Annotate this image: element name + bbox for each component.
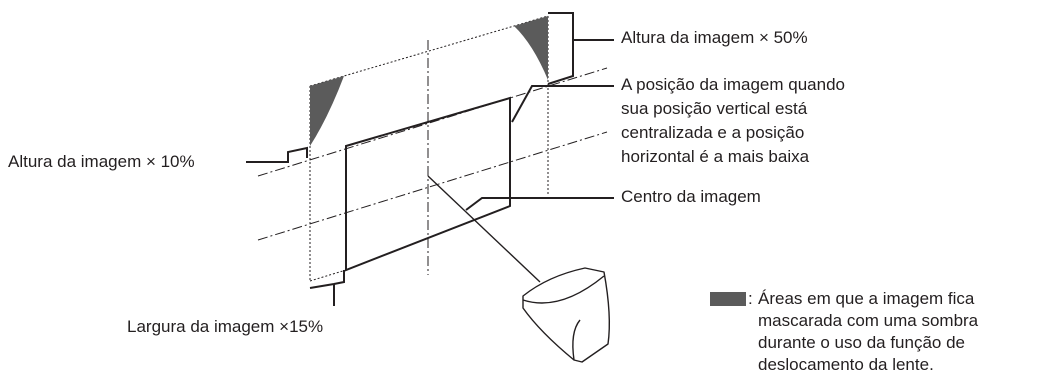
image-position-label-line: centralizada e a posição	[621, 123, 805, 142]
height-10-bracket	[246, 146, 308, 163]
legend-text: Áreas em que a imagem fica mascarada com…	[758, 288, 1043, 376]
legend-colon: :	[748, 289, 753, 308]
height-50-bracket	[547, 12, 574, 85]
image-center-label: Centro da imagem	[621, 187, 761, 206]
shift-range-bottom-edge	[309, 269, 347, 282]
projected-image-frame	[345, 96, 511, 272]
legend-text-line: Áreas em que a imagem fica	[758, 289, 975, 308]
height-50-label: Altura da imagem × 50%	[621, 28, 808, 47]
lower-center-line	[257, 131, 608, 241]
image-position-label-line: sua posição vertical está	[621, 99, 808, 118]
masked-corner-top-left	[310, 76, 344, 146]
projector-top-edge	[522, 275, 605, 304]
center-guide-lines	[257, 40, 608, 275]
projection-line	[427, 175, 541, 283]
projector-side-edge	[572, 319, 581, 361]
legend-text-line: deslocamento da lente.	[758, 355, 934, 374]
legend-text-line: mascarada com uma sombra	[758, 311, 979, 330]
masked-corner-top-right	[514, 16, 548, 80]
position-leader	[511, 85, 614, 123]
projector	[522, 267, 611, 363]
height-10-label: Altura da imagem × 10%	[8, 152, 195, 171]
width-15-label: Largura da imagem ×15%	[127, 317, 324, 336]
legend-text-line: durante o uso da função de	[758, 333, 965, 352]
projector-body	[522, 267, 611, 363]
image-position-label: A posição da imagem quando sua posição v…	[621, 73, 845, 169]
legend-shade-swatch	[710, 292, 746, 306]
horizontal-center-line	[257, 67, 608, 177]
image-position-label-line: horizontal é a mais baixa	[621, 147, 810, 166]
center-leader	[465, 197, 614, 211]
image-position-label-line: A posição da imagem quando	[621, 75, 845, 94]
shift-range-top-edge	[309, 15, 549, 87]
callouts	[246, 12, 614, 306]
width-15-bracket	[309, 270, 345, 289]
